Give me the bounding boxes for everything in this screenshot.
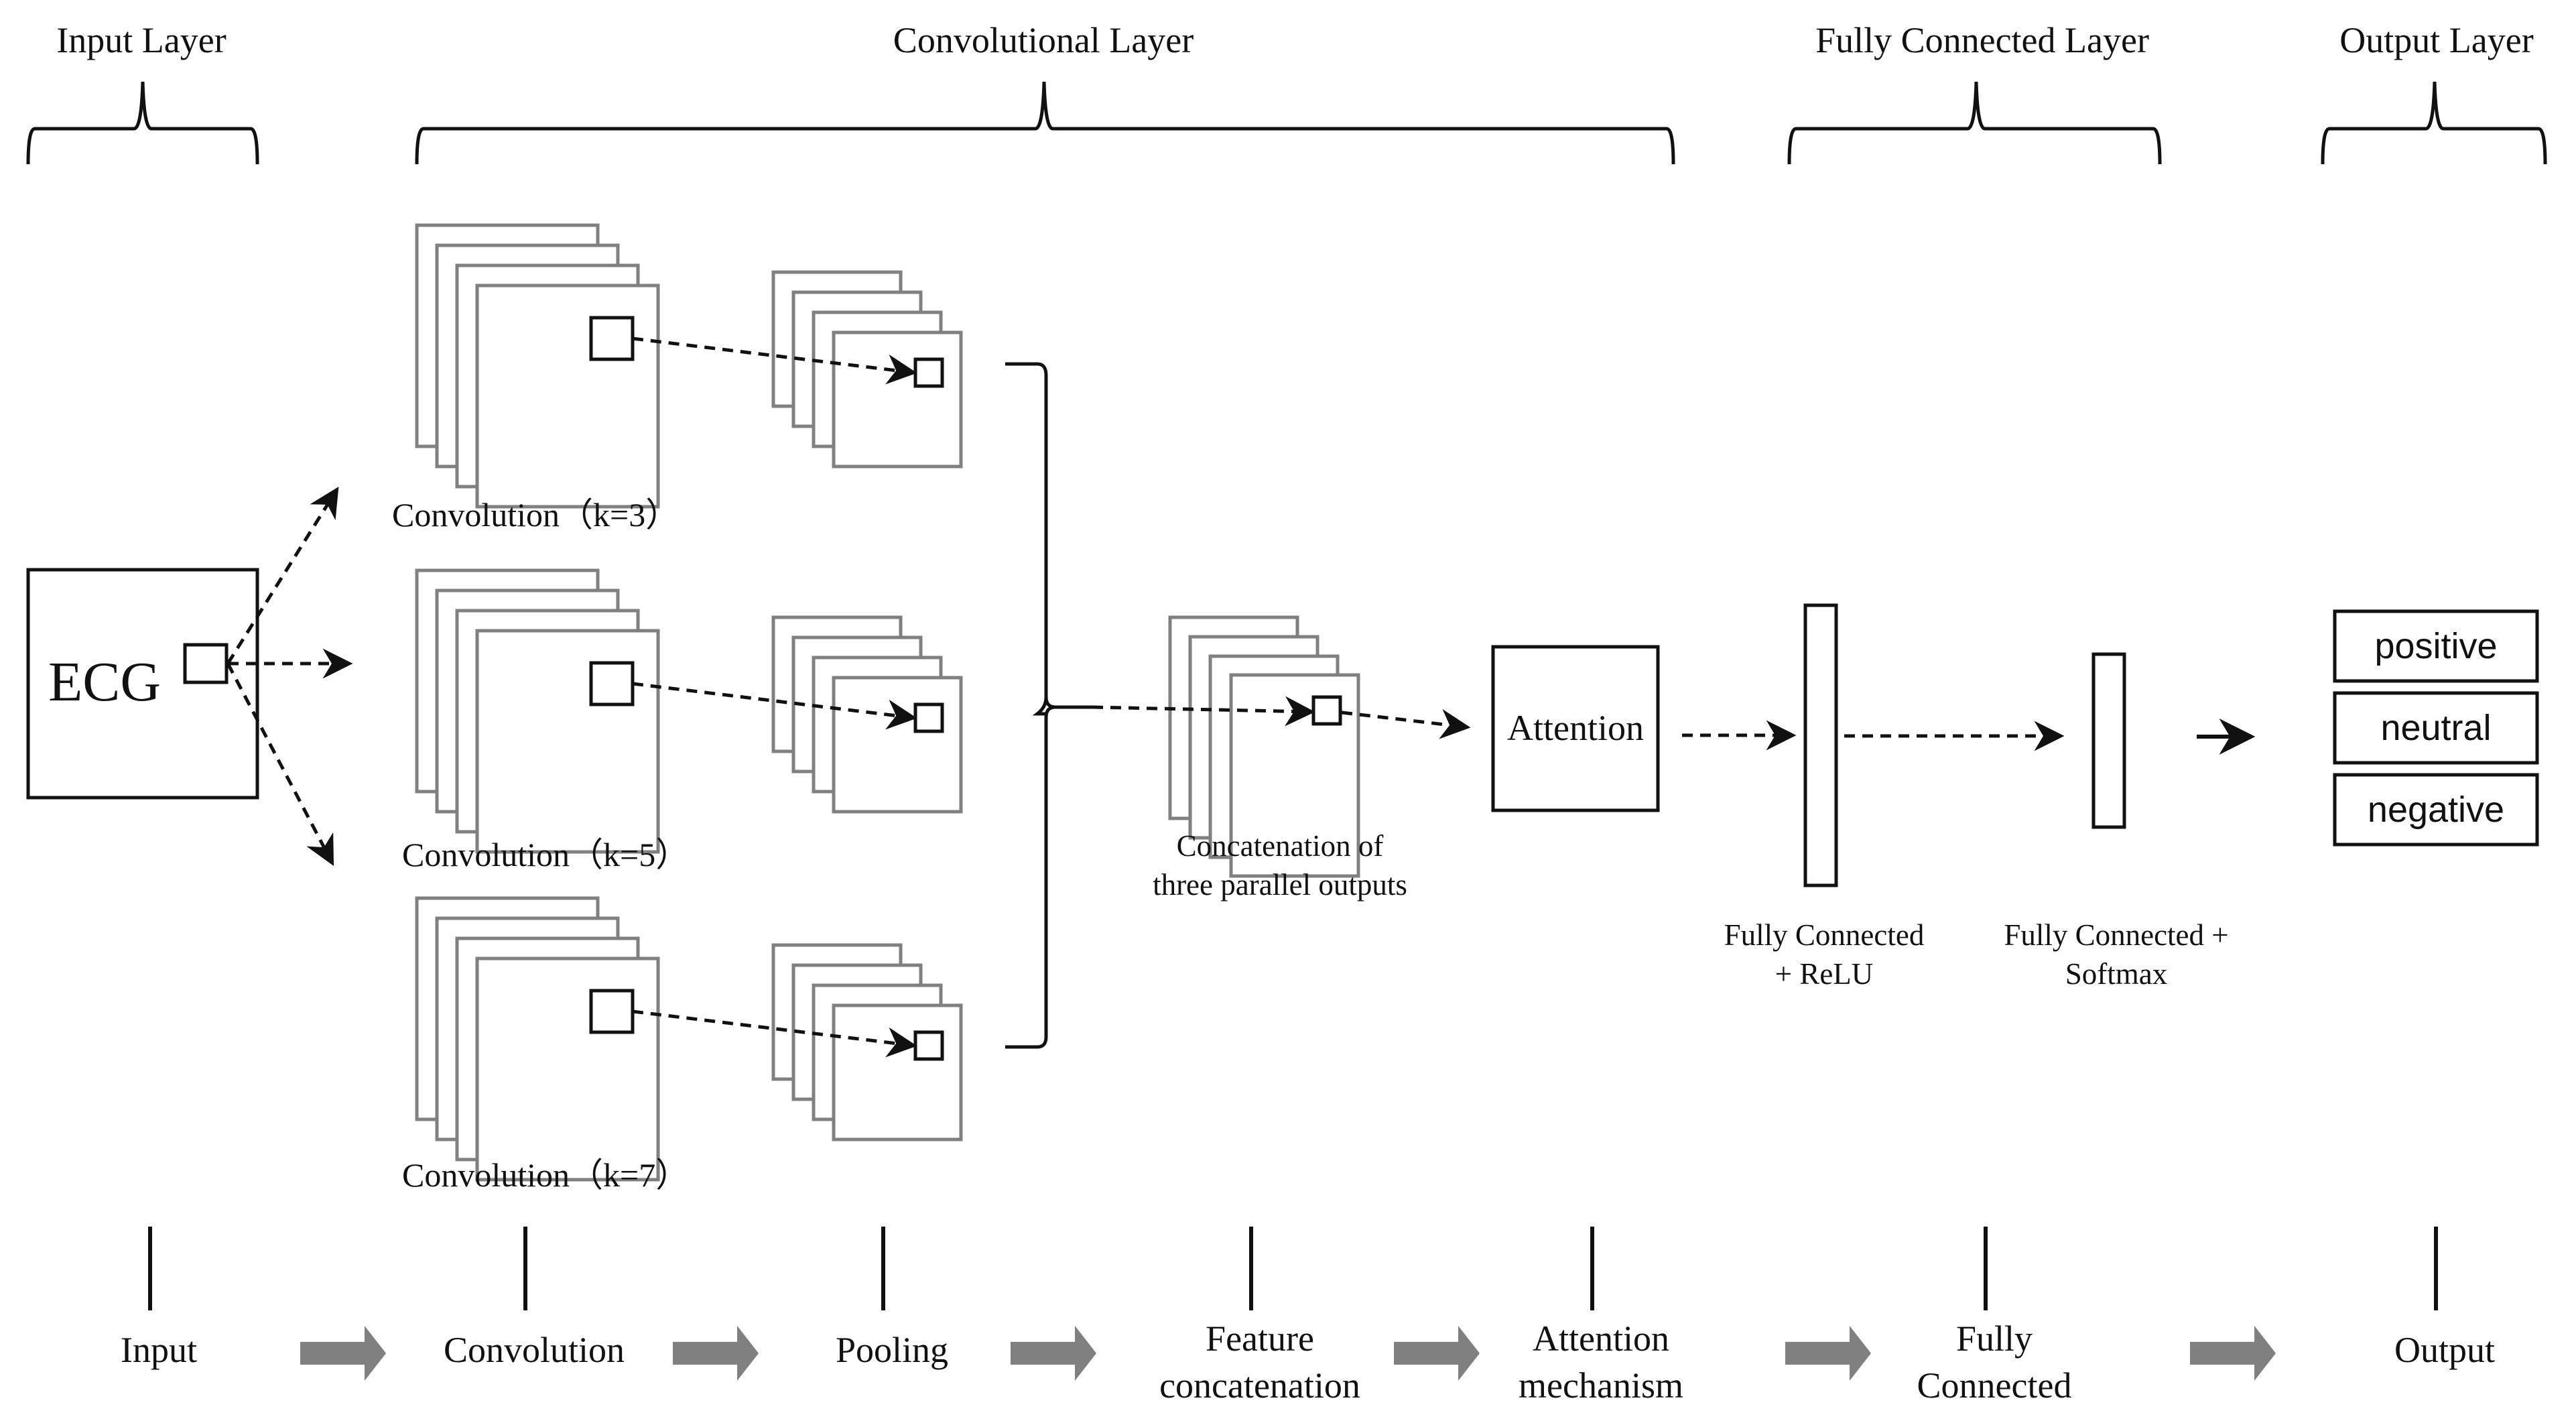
- flow-step-attention: Attention mechanism: [1519, 1227, 1683, 1406]
- brace-convolutional-layer: [415, 81, 1675, 165]
- pooling-feature-maps: [771, 943, 963, 1141]
- fc1-relu-layer: [1803, 603, 1838, 887]
- fc1-caption-line2: + ReLU: [1775, 957, 1874, 991]
- output-class-negative: negative: [2333, 773, 2539, 847]
- brace-output-layer: [2321, 81, 2547, 165]
- arrow-conv-to-pool: [632, 1009, 917, 1058]
- flow-arrow-icon: [1394, 1326, 1480, 1381]
- flow-step-pooling: Pooling: [836, 1227, 948, 1370]
- flow-step-label-line2: mechanism: [1519, 1365, 1683, 1406]
- conv-feature-maps: [415, 896, 660, 1182]
- branch-label: Convolution（k=5）: [402, 836, 689, 873]
- pooled-map-filled: [832, 676, 963, 814]
- arrow-ecg-to-k7: [226, 662, 334, 866]
- flow-step-output: Output: [2394, 1227, 2495, 1370]
- flow-step-label-line2: concatenation: [1159, 1365, 1360, 1406]
- brace-fully-connected-layer: [1787, 81, 2162, 165]
- flow-step-feature: Feature concatenation: [1159, 1227, 1360, 1406]
- header-input-layer: Input Layer: [56, 20, 226, 60]
- feature-map-filled: [475, 284, 660, 509]
- merge-bracket: [1005, 362, 1092, 1049]
- brace-input-layer: [26, 81, 259, 165]
- flow-step-label: Input: [121, 1330, 197, 1370]
- output-class-neutral: neutral: [2333, 691, 2539, 765]
- conv-feature-maps: [415, 568, 660, 854]
- flow-step-label: Output: [2394, 1330, 2495, 1370]
- header-output-layer: Output Layer: [2339, 20, 2533, 60]
- conv-branches: Convolution（k=3） Convolution（k=5） Convolut…: [392, 223, 963, 1194]
- branch-k7: Convolution（k=7）: [402, 896, 963, 1194]
- arrow-conv-to-pool: [632, 682, 917, 730]
- concat-caption-line1: Concatenation of: [1177, 829, 1384, 863]
- flow-step-label: Attention: [1533, 1318, 1669, 1359]
- fc2-caption-line1: Fully Connected +: [2004, 918, 2228, 952]
- branch-k5: Convolution（k=5）: [402, 568, 963, 873]
- flow-step-input: Input: [121, 1227, 197, 1370]
- conv-feature-maps: [415, 223, 660, 509]
- branch-label: Convolution（k=3）: [392, 496, 679, 534]
- pooled-map-filled: [832, 1003, 963, 1141]
- flow-arrow-icon: [1785, 1326, 1871, 1381]
- output-class-label: positive: [2374, 626, 2497, 666]
- flow-step-label-line2: Connected: [1917, 1365, 2072, 1406]
- pipeline-flow: Input Convolution Pooling Feature concatenat…: [121, 1227, 2495, 1406]
- fc2-caption-line2: Softmax: [2065, 957, 2168, 991]
- flow-arrow-icon: [2190, 1326, 2276, 1381]
- flow-arrow-icon: [673, 1326, 759, 1381]
- flow-step-label: Feature: [1206, 1318, 1314, 1359]
- ecg-label: ECG: [48, 651, 161, 713]
- flow-step-label: Convolution: [444, 1330, 625, 1370]
- ecg-sample-window: [183, 643, 229, 684]
- pooling-feature-maps: [771, 615, 963, 814]
- arrow-concat-to-attention: [1341, 708, 1471, 739]
- concat-caption-line2: three parallel outputs: [1153, 868, 1407, 902]
- concatenation-stack: [1168, 615, 1360, 878]
- flow-step-label: Fully: [1956, 1318, 2033, 1359]
- flow-arrow-icon: [1011, 1326, 1096, 1381]
- flow-step-label: Pooling: [836, 1330, 948, 1370]
- attention-label: Attention: [1507, 708, 1644, 748]
- output-classes: positive neutral negative: [2333, 609, 2539, 847]
- pooling-feature-maps: [771, 270, 963, 469]
- pooled-map-filled: [832, 330, 963, 469]
- feature-map-filled: [475, 956, 660, 1182]
- arrow-ecg-to-k3: [226, 487, 339, 665]
- output-class-label: negative: [2368, 790, 2504, 830]
- arrow-merge-to-concat: [1092, 696, 1315, 727]
- flow-step-convolution: Convolution: [444, 1227, 625, 1370]
- output-class-label: neutral: [2380, 708, 2491, 748]
- attention-box: Attention: [1491, 645, 1660, 812]
- branch-k3: Convolution（k=3）: [392, 223, 963, 534]
- header-convolutional-layer: Convolutional Layer: [893, 20, 1194, 60]
- fc1-caption-line1: Fully Connected: [1724, 918, 1925, 952]
- arrow-conv-to-pool: [632, 336, 917, 385]
- branch-label: Convolution（k=7）: [402, 1156, 689, 1194]
- ecg-input-box: ECG: [26, 568, 259, 800]
- header-fully-connected-layer: Fully Connected Layer: [1815, 20, 2149, 60]
- fc2-softmax-layer: [2091, 652, 2126, 829]
- flow-arrow-icon: [300, 1326, 386, 1381]
- feature-map-filled: [475, 629, 660, 854]
- output-class-positive: positive: [2333, 609, 2539, 683]
